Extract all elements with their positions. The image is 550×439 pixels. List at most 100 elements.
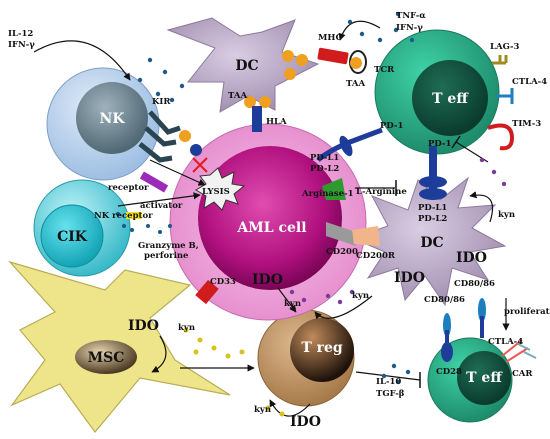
- label-arginase: Arginase-1: [301, 189, 354, 199]
- arrow-teff-cytokines: [338, 20, 381, 41]
- label-lag3: LAG-3: [490, 42, 520, 52]
- label-mhc: MHC: [318, 33, 342, 43]
- label-ifng-right: IFN-γ: [396, 23, 423, 33]
- teff-top-label: T eff: [432, 91, 469, 107]
- taa-ball-4: [244, 96, 256, 108]
- label-tnfa: TNF-α: [396, 11, 426, 21]
- pd1-pdl1-top: [316, 127, 383, 162]
- activator-molecule: [139, 171, 169, 193]
- arrow-msc-kyn: [151, 335, 167, 373]
- arrow-aml-kyn: [277, 287, 297, 313]
- label-tim3: TIM-3: [512, 119, 541, 129]
- kir-receptors: [138, 110, 181, 163]
- label-pdl1-dc: PD-L1: [418, 203, 447, 213]
- label-perforine: perforine: [144, 251, 189, 261]
- label-ido-aml: IDO: [252, 272, 283, 288]
- taa-ball-1: [284, 68, 296, 80]
- aml-nucleus: [198, 146, 342, 290]
- teff-bottom-label: T eff: [466, 370, 503, 386]
- label-pdl1-aml: PD-L1: [310, 153, 339, 163]
- msc-nucleus: [75, 340, 137, 374]
- aml-label: AML cell: [236, 220, 306, 236]
- nk-nucleus: [76, 82, 148, 154]
- tim3-receptor: [487, 123, 515, 151]
- label-ifng-left: IFN-γ: [8, 40, 35, 50]
- taa-ball-3: [282, 50, 294, 62]
- label-cd28: CD28: [436, 367, 462, 377]
- msc-cell: MSC: [8, 260, 231, 433]
- taa-ball-2: [296, 54, 308, 66]
- cd80-cd28-ctla4: [441, 298, 486, 362]
- teff-top-cell: T eff: [374, 29, 500, 155]
- kyn-yellow-dots: [183, 327, 285, 417]
- label-larginine: L-Arginine: [356, 187, 407, 197]
- ctla4-top-receptor: [495, 88, 514, 104]
- label-ido-dc: IDO: [456, 250, 487, 266]
- cytokine-dots: [116, 11, 415, 385]
- treg-cell: T reg: [257, 309, 355, 407]
- arrow-cik-lysis: [117, 192, 201, 207]
- label-nk-receptor: NK receptor: [94, 211, 153, 221]
- label-car: CAR: [512, 369, 533, 379]
- arrow-treg-kyn: [269, 399, 311, 417]
- dc-top-label: DC: [235, 58, 258, 74]
- labels: IL-12 IFN-γ MHC TNF-α IFN-γ LAG-3 CTLA-4…: [8, 11, 550, 430]
- label-kir: KIR: [152, 97, 171, 107]
- label-tgfb: TGF-β: [376, 389, 405, 399]
- hla-molecule: [252, 106, 262, 132]
- arginase-molecule: [322, 178, 346, 200]
- label-il12: IL-12: [8, 29, 33, 39]
- inhibit-teff-bottom: [355, 371, 421, 381]
- label-tcr: TCR: [374, 65, 395, 75]
- msc-label: MSC: [88, 350, 125, 366]
- cik-nk-receptor: [126, 212, 142, 219]
- label-taa-dc: TAA: [228, 91, 247, 101]
- label-cd200: CD200: [326, 247, 358, 257]
- teff-bottom-nucleus: [457, 351, 511, 405]
- dc-right-cell: DC: [350, 176, 507, 307]
- label-kyn-aml: kyn: [284, 299, 301, 309]
- label-cd33: CD33: [210, 277, 236, 287]
- teff-top-nucleus: [412, 60, 488, 136]
- label-ctla4-bottom: CTLA-4: [488, 337, 523, 347]
- kyn-dots: [289, 157, 507, 305]
- label-cd80-86-b: CD80/86: [424, 295, 465, 305]
- nk-cell: NK: [46, 67, 160, 181]
- label-cd80-86-a: CD80/86: [454, 279, 495, 289]
- lysis-burst: [195, 167, 246, 211]
- lag3-receptor: [492, 55, 508, 65]
- arrow-nk-cytokines: [33, 40, 131, 81]
- label-activator: activator: [140, 201, 183, 211]
- label-lysis: LYSIS: [202, 187, 230, 197]
- label-receptor: receptor: [108, 183, 149, 193]
- label-hla: HLA: [266, 117, 287, 127]
- label-kyn-msc: kyn: [178, 323, 195, 333]
- mhc-tcr-complex: [317, 47, 367, 74]
- cd200-complex: [326, 222, 380, 246]
- label-il10: IL-10: [376, 377, 401, 387]
- label-ctla4-top: CTLA-4: [512, 77, 547, 87]
- label-pd1-top: PD-1: [380, 121, 403, 131]
- cd33-molecule: [195, 279, 219, 305]
- dc-top-cell: DC: [166, 17, 320, 113]
- treg-nucleus: [290, 318, 354, 382]
- label-kyn-dc-left: kyn: [352, 291, 369, 301]
- arrow-dc-treg: [314, 295, 373, 320]
- cik-nucleus: [40, 204, 104, 268]
- label-pd1-mid: PD-1: [428, 139, 451, 149]
- label-kyn-dc: kyn: [498, 210, 515, 220]
- cik-cell: CIK: [33, 179, 131, 277]
- nk-label: NK: [100, 111, 126, 127]
- label-taa-tcr: TAA: [346, 79, 365, 89]
- arrow-nk-lysis: [149, 159, 206, 186]
- cik-label: CIK: [57, 229, 88, 245]
- label-cd200r: CD200R: [356, 251, 396, 261]
- inhibition-x: [192, 157, 208, 173]
- label-proliferation: proliferation: [504, 307, 550, 317]
- taa-ball-5: [259, 96, 271, 108]
- pd1-pdl1-dc: [419, 146, 447, 200]
- label-pdl2-aml: PD-L2: [310, 164, 339, 174]
- label-ido-dc-left: IDO: [394, 270, 425, 286]
- treg-label: T reg: [301, 340, 343, 356]
